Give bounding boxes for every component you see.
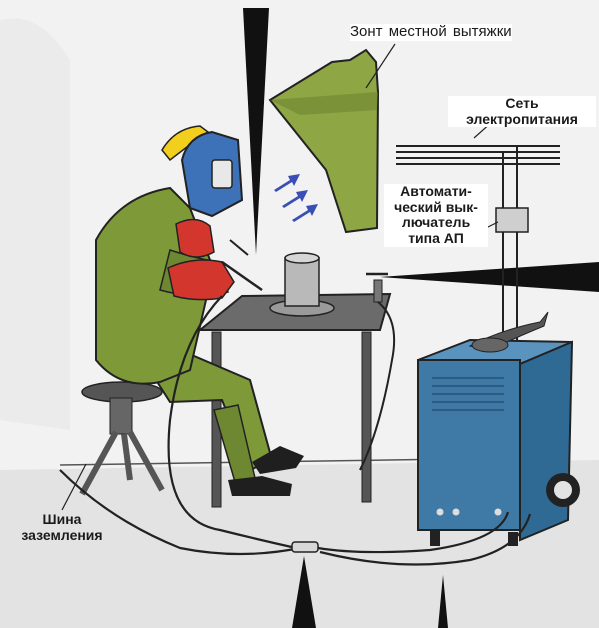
circuit-breaker-label-line-4: типа АП [384, 231, 488, 247]
power-network-label: Сеть электропитания [448, 96, 596, 127]
power-network-label-line-2: электропитания [448, 112, 596, 128]
ground-bus-label-line-1: Шина [4, 512, 120, 528]
ground-clamp [292, 542, 318, 552]
circuit-breaker-label-line-3: лючатель [384, 215, 488, 231]
hood-label: Зонт местной вытяжки [350, 24, 512, 41]
circuit-breaker-label: Автомати- ческий вык- лючатель типа АП [384, 184, 488, 247]
power-network-label-line-1: Сеть [448, 96, 596, 112]
wall-texture [0, 18, 70, 430]
ground-bus-label: Шина заземления [4, 512, 120, 543]
circuit-breaker-label-line-1: Автомати- [384, 184, 488, 200]
circuit-breaker-label-line-2: ческий вык- [384, 200, 488, 216]
ground-bus-label-line-2: заземления [4, 528, 120, 544]
